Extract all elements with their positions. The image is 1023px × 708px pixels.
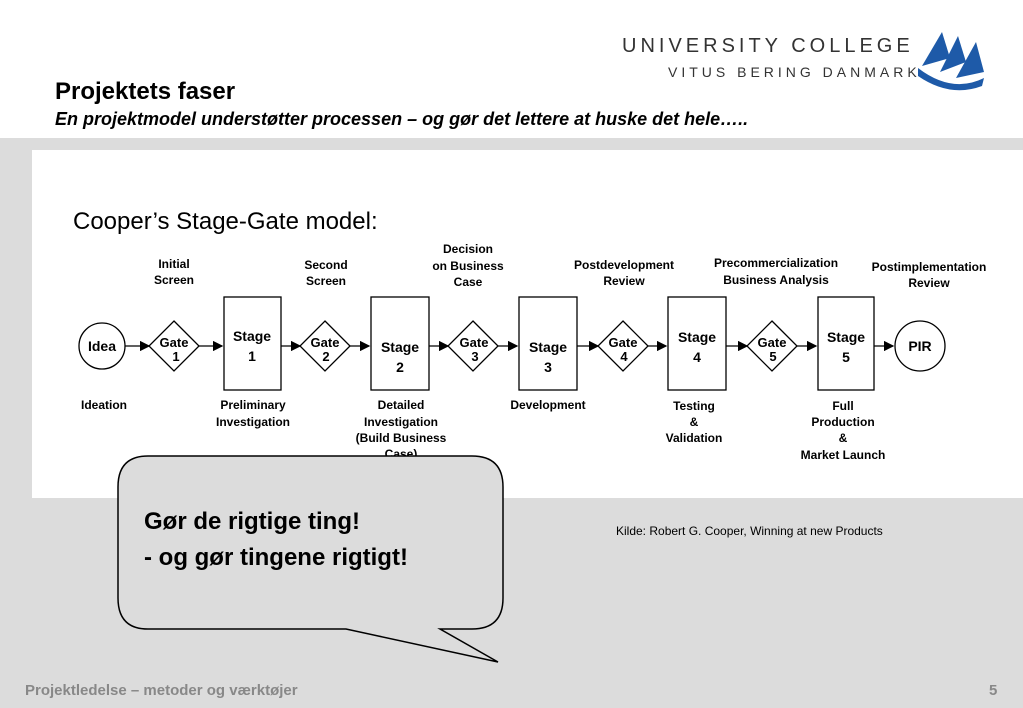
gate-1-number: 1 (172, 349, 179, 364)
gate-2-label: Gate (311, 335, 340, 350)
bottom-labels: Ideation Preliminary Investigation Detai… (81, 398, 885, 462)
top-labels: Initial Screen Second Screen Decision on… (154, 242, 986, 290)
pir-caption-line2: Review (908, 276, 950, 290)
gate-4-node: Gate 4 (597, 320, 649, 372)
stage-5-number: 5 (842, 349, 850, 365)
slide-title: Projektets faser (55, 78, 236, 105)
stage-2-node: Stage 2 (370, 296, 430, 391)
gate-5-number: 5 (769, 349, 776, 364)
gate-3-caption-line1: Decision (443, 242, 493, 256)
stage-4-label: Stage (678, 329, 716, 345)
gate-4-number: 4 (620, 349, 628, 364)
stage-3-caption-line1: Development (510, 398, 585, 412)
stage-5-caption-line4: Market Launch (801, 448, 886, 462)
stage-2-caption-line2: Investigation (364, 415, 438, 429)
bird-logo-icon (918, 32, 984, 91)
gate-3-caption-line2: on Business (432, 259, 504, 273)
gate-1-node: Gate 1 (148, 320, 200, 372)
idea-label: Idea (88, 338, 116, 354)
idea-caption-line1: Ideation (81, 398, 127, 412)
stage-5-caption-line2: Production (811, 415, 874, 429)
logo-text-line1: UNIVERSITY COLLEGE (622, 35, 914, 57)
stage-1-number: 1 (248, 348, 256, 364)
pir-caption-line1: Postimplementation (872, 260, 987, 274)
gate-5-caption-line2: Business Analysis (723, 273, 829, 287)
stage-2-number: 2 (396, 359, 404, 375)
logo-text-line2: VITUS BERING DANMARK (668, 64, 921, 80)
stage-1-label: Stage (233, 328, 271, 344)
gate-3-node: Gate 3 (447, 320, 499, 372)
stage-5-label: Stage (827, 329, 865, 345)
gate-2-node: Gate 2 (299, 320, 351, 372)
callout-line1: Gør de rigtige ting! (144, 508, 360, 535)
callout-line2: - og gør tingene rigtigt! (144, 544, 408, 571)
idea-node: Idea (78, 322, 126, 370)
gate-5-caption-line1: Precommercialization (714, 256, 838, 270)
gate-3-number: 3 (471, 349, 478, 364)
gate-4-caption-line2: Review (603, 274, 645, 288)
stage-4-node: Stage 4 (667, 296, 727, 391)
gate-2-caption-line2: Screen (306, 274, 346, 288)
stage-1-caption-line1: Preliminary (220, 398, 286, 412)
pir-label: PIR (908, 338, 931, 354)
callout-text: Gør de rigtige ting! - og gør tingene ri… (144, 504, 408, 576)
stage-5-caption-line3: & (839, 431, 848, 445)
stage-4-caption-line1: Testing (673, 399, 715, 413)
gate-2-number: 2 (322, 349, 329, 364)
gate-1-label: Gate (160, 335, 189, 350)
gate-1-caption-line2: Screen (154, 273, 194, 287)
stage-1-caption-line2: Investigation (216, 415, 290, 429)
stage-5-caption-line1: Full (832, 399, 853, 413)
stage-3-number: 3 (544, 359, 552, 375)
gate-1-caption-line1: Initial (158, 257, 189, 271)
gate-5-node: Gate 5 (746, 320, 798, 372)
stage-3-label: Stage (529, 339, 567, 355)
stage-3-node: Stage 3 (518, 296, 578, 391)
stage-1-node: Stage 1 (223, 296, 282, 391)
slide-subtitle: En projektmodel understøtter processen –… (55, 109, 749, 129)
stage-4-caption-line3: Validation (666, 431, 723, 445)
gate-4-caption-line1: Postdevelopment (574, 258, 674, 272)
stage-4-number: 4 (693, 349, 701, 365)
gate-3-label: Gate (460, 335, 489, 350)
source-note: Kilde: Robert G. Cooper, Winning at new … (616, 524, 883, 538)
gate-2-caption-line1: Second (304, 258, 347, 272)
gate-3-caption-line3: Case (454, 275, 483, 289)
footer-course-title: Projektledelse – metoder og værktøjer (25, 682, 298, 699)
speech-bubble (117, 455, 504, 663)
stage-2-caption-line1: Detailed (378, 398, 425, 412)
stage-4-caption-line2: & (690, 415, 699, 429)
stage-2-label: Stage (381, 339, 419, 355)
page-number: 5 (989, 682, 998, 699)
gate-4-label: Gate (609, 335, 638, 350)
gate-5-label: Gate (758, 335, 787, 350)
pir-node: PIR (894, 320, 946, 372)
stage-2-caption-line3: (Build Business (356, 431, 447, 445)
stage-5-node: Stage 5 (817, 296, 875, 391)
diagram-heading: Cooper’s Stage-Gate model: (73, 208, 378, 235)
